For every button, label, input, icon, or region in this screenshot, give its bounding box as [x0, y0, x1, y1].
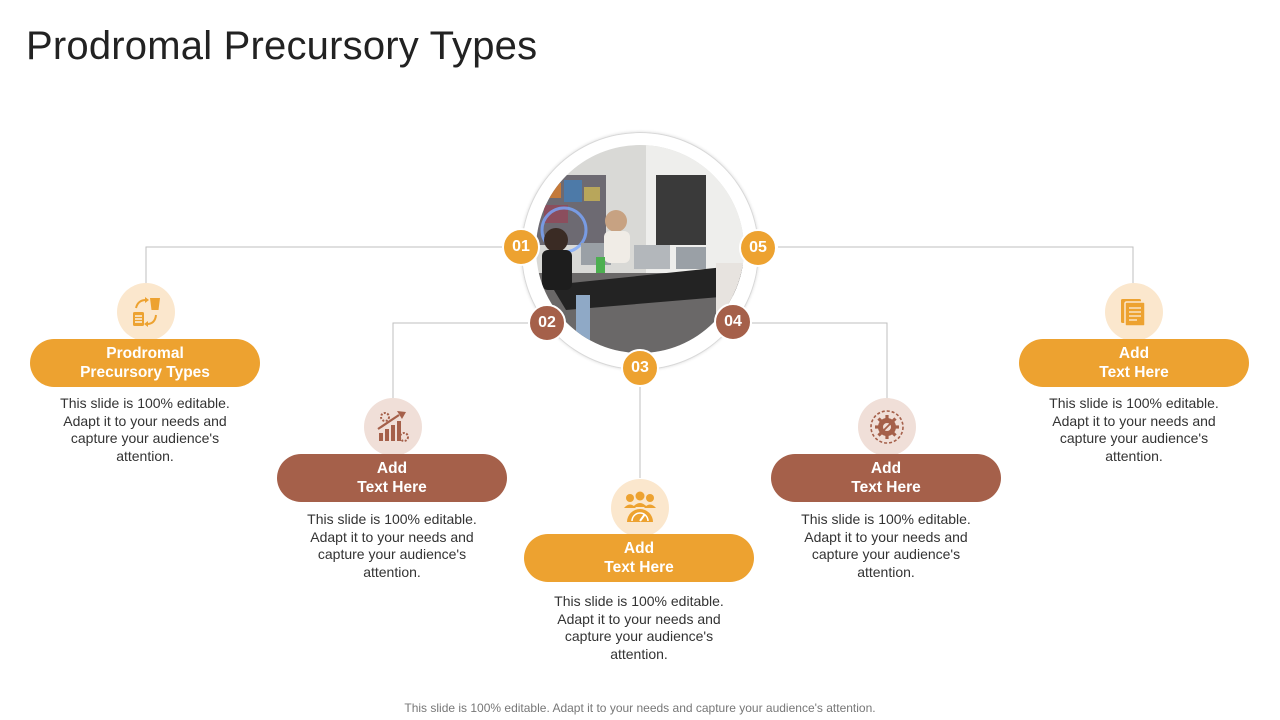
step-number-04: 04 [714, 303, 752, 341]
pill-label-line2: Text Here [851, 479, 921, 496]
item-description-2: This slide is 100% editable. Adapt it to… [307, 511, 477, 580]
item-description-4: This slide is 100% editable. Adapt it to… [801, 511, 971, 580]
exchange-icon [117, 283, 175, 341]
pill-label-line1: Add [1118, 345, 1150, 362]
pill-label-line1: Add [376, 460, 408, 477]
item-description-3: This slide is 100% editable. Adapt it to… [554, 593, 724, 662]
pill-label-line2: Text Here [357, 479, 427, 496]
pill-label-line2: Precursory Types [80, 364, 210, 381]
documents-icon [1105, 283, 1163, 341]
pill-label-line1: Add [623, 540, 655, 557]
item-label-pill-1: Prodromal Precursory Types [30, 339, 260, 387]
pill-label-line2: Text Here [604, 559, 674, 576]
step-number-05: 05 [739, 229, 777, 267]
footer-note: This slide is 100% editable. Adapt it to… [404, 701, 876, 715]
step-number-03: 03 [621, 349, 659, 387]
item-label-pill-4: Add Text Here [771, 454, 1001, 502]
growth-chart-icon [364, 398, 422, 456]
slide-title: Prodromal Precursory Types [26, 24, 538, 68]
pill-label-line2: Text Here [1099, 364, 1169, 381]
pill-label-line1: Prodromal [106, 345, 184, 362]
item-label-pill-2: Add Text Here [277, 454, 507, 502]
item-label-pill-3: Add Text Here [524, 534, 754, 582]
step-number-02: 02 [528, 304, 566, 342]
center-photo [536, 145, 744, 353]
item-description-1: This slide is 100% editable. Adapt it to… [60, 395, 230, 464]
item-label-pill-5: Add Text Here [1019, 339, 1249, 387]
item-description-5: This slide is 100% editable. Adapt it to… [1049, 395, 1219, 464]
step-number-01: 01 [502, 228, 540, 266]
gear-settings-icon [858, 398, 916, 456]
pill-label-line1: Add [870, 460, 902, 477]
team-performance-icon [611, 479, 669, 537]
